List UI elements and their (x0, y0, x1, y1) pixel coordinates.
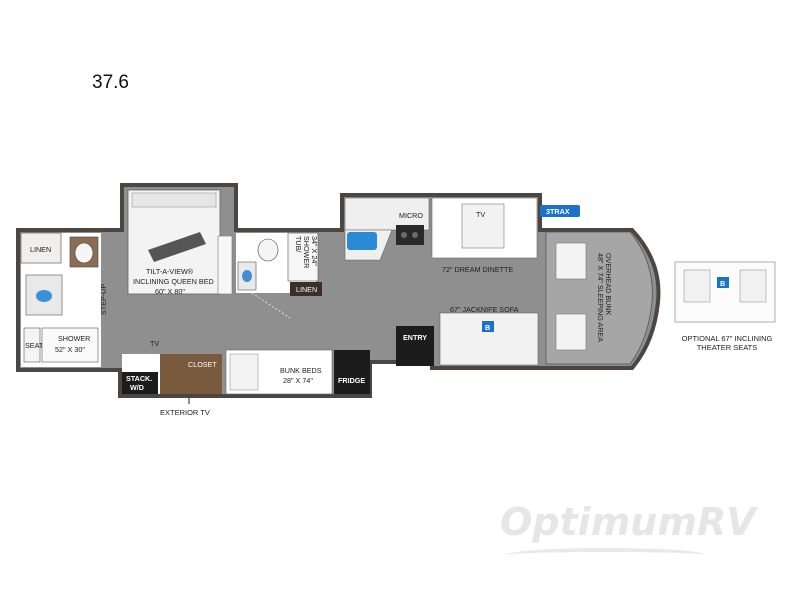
double-sink (347, 232, 377, 250)
stack-wd (122, 372, 158, 394)
bunk-beds-label: BUNK BEDS (280, 366, 322, 375)
model-number: 37.6 (92, 72, 129, 93)
tv-front-label: TV (476, 210, 485, 219)
cab-seat-driver (555, 242, 587, 280)
linen-mid-label: LINEN (296, 285, 317, 294)
tub-label-line2: SHOWER (302, 236, 311, 268)
tilt-bed-icon (148, 232, 206, 262)
entry-label: ENTRY (403, 333, 427, 342)
watermark-swoosh (502, 548, 708, 562)
fridge-label: FRIDGE (338, 376, 365, 385)
bed-label-line1: TILT-A-VIEW® (146, 267, 194, 276)
sofa-label: 67" JACKNIFE SOFA (450, 305, 519, 314)
closet (160, 354, 222, 394)
linen-rear-cabinet (20, 232, 62, 264)
closet-label: CLOSET (188, 360, 217, 369)
rear-toilet (74, 242, 94, 264)
shower-size-label: 52" X 30" (55, 345, 85, 354)
kitchen-counter (344, 197, 430, 231)
optional-label-line1: OPTIONAL 67" INCLINING (681, 334, 773, 343)
optional-theater-seats (674, 261, 776, 323)
optimumrv-watermark: OptimumRV (500, 500, 756, 544)
seat-label: SEAT (25, 341, 44, 350)
cooktop (396, 225, 424, 245)
sofa-b-badge (482, 321, 494, 332)
sofa-badge-label: B (485, 323, 490, 332)
stack-label-line2: W/D (130, 383, 144, 392)
burner-1 (401, 232, 407, 238)
stack-label-line1: STACK. (126, 374, 152, 383)
shower-seat (23, 327, 41, 363)
theater-badge-label: B (720, 279, 725, 288)
bed-label-line2: INCLINING QUEEN BED (133, 277, 214, 286)
cab-seat-passenger (555, 313, 587, 351)
dinette-label: 72" DREAM DINETTE (442, 265, 513, 274)
rear-sink-basin (36, 290, 52, 302)
dinette-table (461, 203, 505, 249)
bed-size-label: 60" X 80" (155, 287, 185, 296)
linen-rear-label: LINEN (30, 245, 51, 254)
tub-label-line1: TUB/ (294, 236, 303, 252)
fridge (334, 350, 370, 394)
jacknife-sofa (439, 312, 539, 366)
tub-shower (287, 232, 319, 282)
optional-label-line2: THEATER SEATS (696, 343, 758, 352)
tub-size-label: 34" X 24" (310, 236, 319, 266)
tv-rear-label: TV (150, 339, 159, 348)
bunk-label-line1: OVERHEAD BUNK (604, 253, 613, 316)
bunk-pillow (229, 353, 259, 391)
linen-mid-cabinet (290, 282, 322, 296)
entry-door (396, 326, 434, 366)
bed-pillows (131, 192, 217, 208)
bedroom-nightstand (217, 235, 233, 295)
bunk-beds-size-label: 28" X 74" (283, 376, 313, 385)
rear-shower (41, 327, 99, 363)
theater-b-badge (717, 277, 729, 288)
burner-2 (412, 232, 418, 238)
step-up-label: STEP-UP (99, 284, 108, 315)
mid-toilet (257, 238, 279, 262)
bunk-label-line2: 48" X 74" SLEEPING AREA (596, 253, 605, 342)
bath-door-swing (251, 292, 291, 319)
exterior-tv-label: EXTERIOR TV (160, 408, 210, 417)
three-trax-label: 3TRAX (546, 207, 570, 216)
three-trax-badge (540, 205, 580, 217)
micro-label: MICRO (399, 211, 423, 220)
shower-label: SHOWER (58, 334, 90, 343)
mid-sink-basin (242, 270, 252, 282)
